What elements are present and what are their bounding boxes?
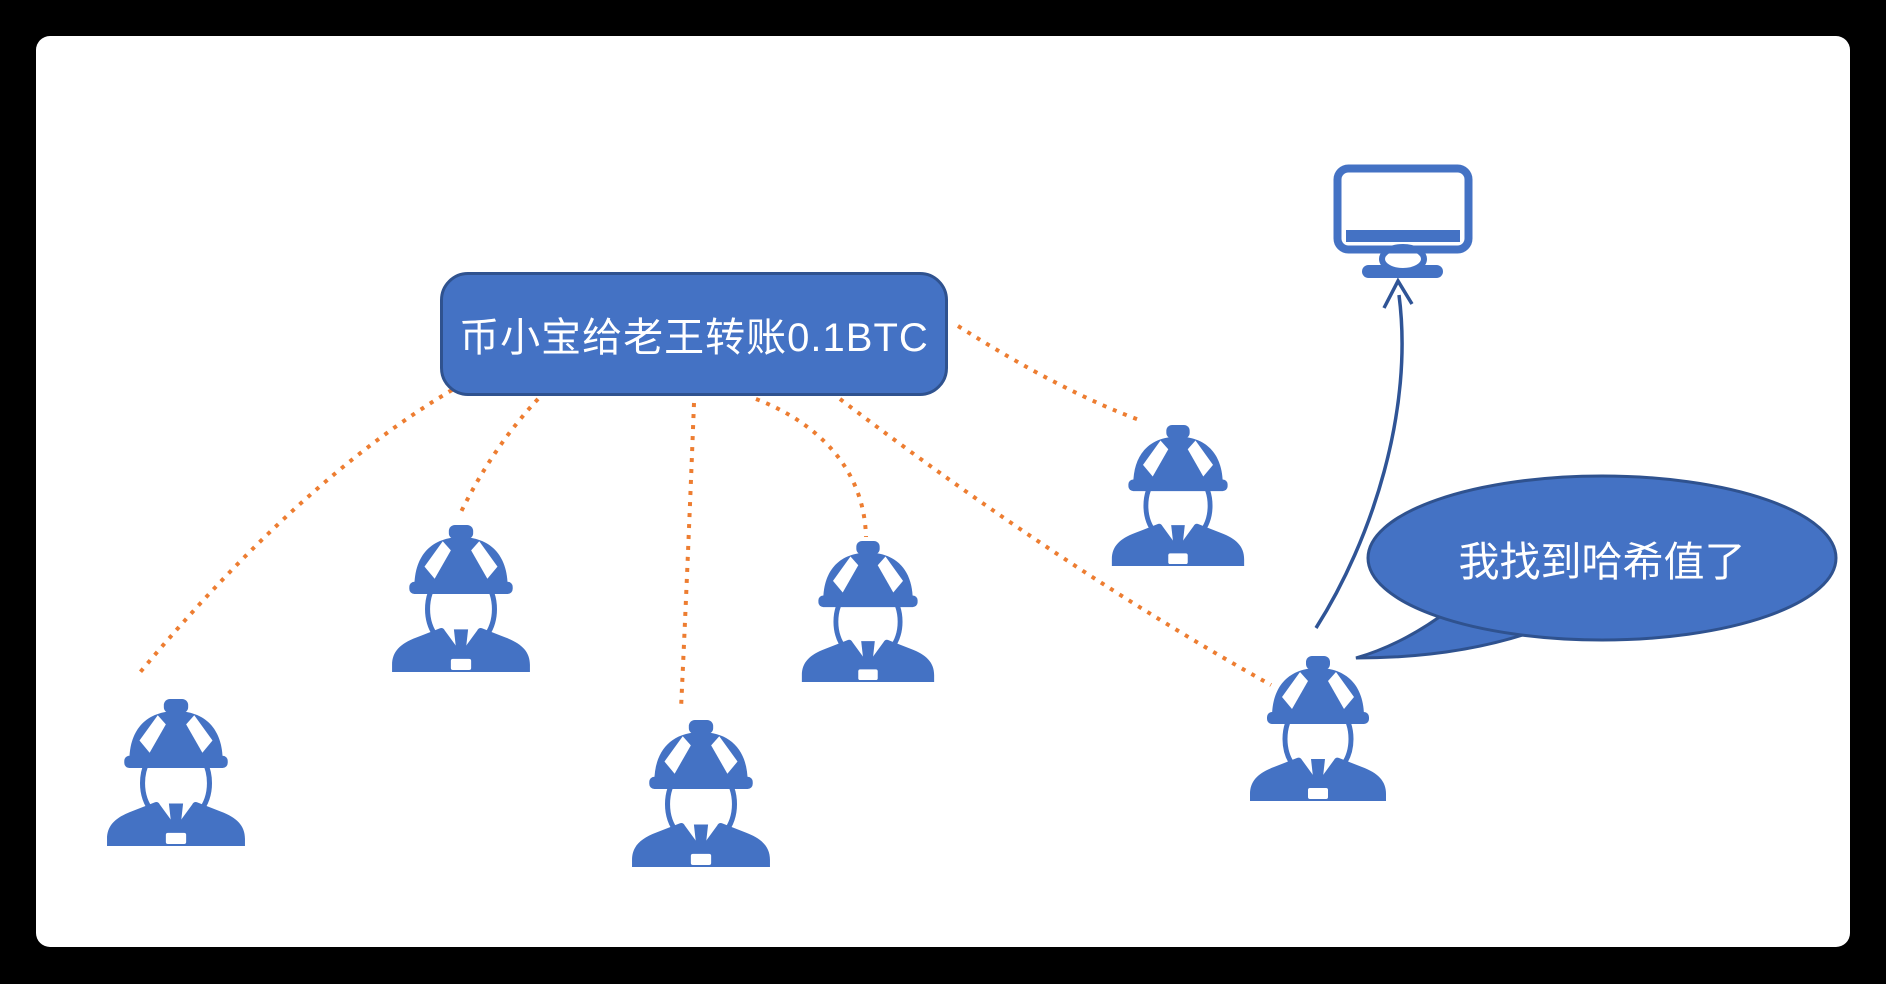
broadcast-lines	[135, 324, 1272, 710]
speech-bubble	[1355, 474, 1838, 660]
miner-icon-3	[632, 720, 770, 867]
computer-monitor-icon	[1338, 169, 1469, 279]
hash-arrow-line	[1314, 294, 1404, 629]
speech-bubble-label: 我找到哈希值了	[1458, 539, 1746, 585]
miner-icon-2	[392, 525, 530, 672]
transaction-box: 币小宝给老王转账0.1BTC	[440, 272, 948, 396]
hash-arrowhead	[1382, 277, 1414, 309]
broadcast-line-2	[457, 397, 540, 517]
broadcast-line-1	[135, 388, 454, 678]
miner-icon-4	[802, 541, 934, 682]
miner-icon-6-hash-finder	[1250, 656, 1386, 801]
speech-bubble-shape	[1366, 474, 1838, 642]
hash-submit-arrow	[1314, 277, 1414, 629]
broadcast-line-5	[956, 324, 1143, 423]
transaction-label: 币小宝给老王转账0.1BTC	[459, 316, 929, 360]
miner-icon-5	[1112, 425, 1244, 566]
miner-icon-1	[107, 699, 245, 846]
broadcast-line-4	[755, 397, 868, 538]
broadcast-line-3	[679, 402, 696, 710]
